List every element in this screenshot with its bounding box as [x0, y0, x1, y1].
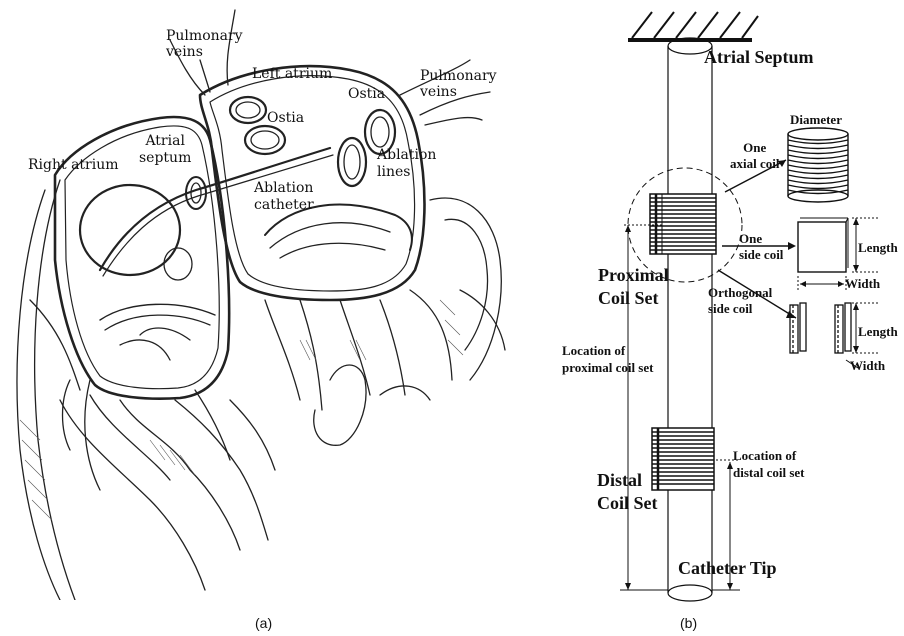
- label-diameter: Diameter: [790, 113, 842, 126]
- label-one-axial-coil: One axial coil: [730, 140, 779, 172]
- side-coil-detail: [798, 218, 848, 272]
- proximal-coil: [650, 194, 716, 254]
- label-length-2: Length: [858, 325, 898, 338]
- label-catheter-tip: Catheter Tip: [678, 559, 777, 577]
- label-location-distal: Location of distal coil set: [733, 447, 805, 481]
- label-width-1: Width: [845, 277, 880, 290]
- label-distal-coil-set: Distal Coil Set: [597, 469, 658, 515]
- distal-coil: [652, 428, 714, 490]
- label-one-side-coil: One side coil: [739, 231, 783, 263]
- orthogonal-coil-detail: [790, 303, 851, 353]
- axial-coil-detail: [788, 128, 848, 202]
- label-atrial-septum-b: Atrial Septum: [704, 48, 814, 66]
- caption-b: (b): [680, 616, 697, 630]
- label-location-proximal: Location of proximal coil set: [562, 342, 653, 376]
- label-proximal-coil-set: Proximal Coil Set: [598, 264, 669, 310]
- label-orthogonal-side-coil: Orthogonal side coil: [708, 285, 772, 317]
- label-width-2: Width: [850, 359, 885, 372]
- label-length-1: Length: [858, 241, 898, 254]
